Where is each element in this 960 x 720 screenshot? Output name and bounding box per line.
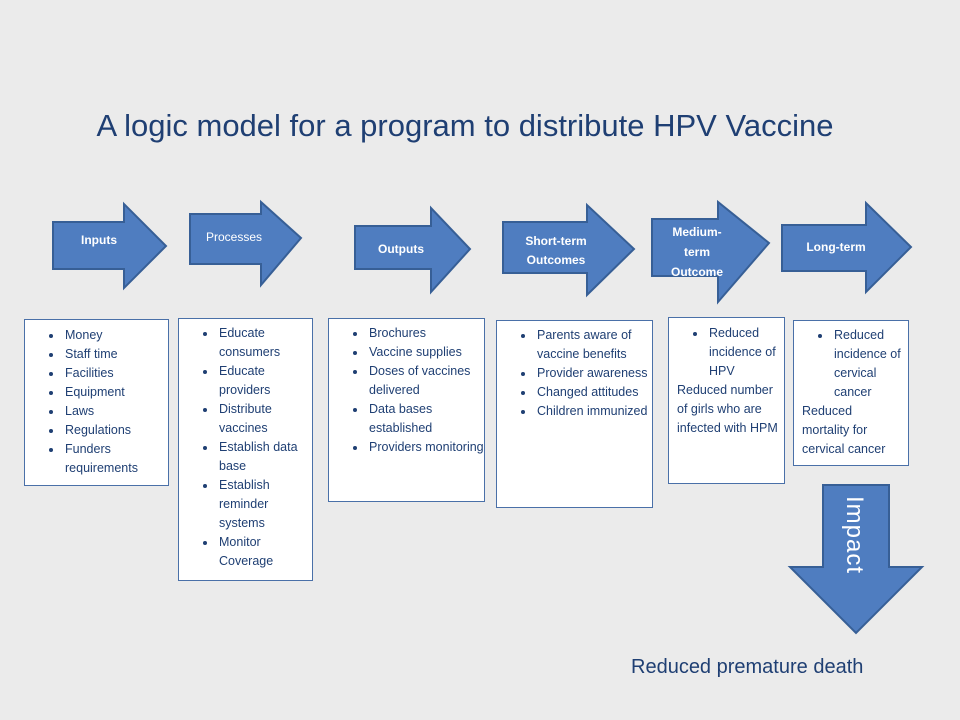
short-term-outcomes-list: Parents aware of vaccine benefits Provid… — [497, 326, 652, 421]
list-item: Establish reminder systems — [217, 476, 312, 533]
stage-label-short-term: Short-term Outcomes — [525, 234, 587, 267]
list-item: Funders requirements — [63, 440, 168, 478]
list-item: Changed attitudes — [535, 383, 652, 402]
medium-term-note: Reduced number of girls who are infected… — [677, 383, 778, 435]
long-term-note: Reduced mortality for cervical cancer — [802, 404, 886, 456]
stage-label-medium-term: Medium-term Outcome — [670, 225, 723, 279]
list-item: Facilities — [63, 364, 168, 383]
short-term-outcomes-box: Parents aware of vaccine benefits Provid… — [496, 320, 653, 508]
long-term-list: Reduced incidence of cervical cancer — [794, 326, 908, 402]
list-item: Regulations — [63, 421, 168, 440]
long-term-box: Reduced incidence of cervical cancer Red… — [793, 320, 909, 466]
list-item: Brochures — [367, 324, 484, 343]
list-item: Educate providers — [217, 362, 312, 400]
list-item: Distribute vaccines — [217, 400, 312, 438]
list-item: Reduced incidence of cervical cancer — [832, 326, 908, 402]
stage-label-inputs: Inputs — [81, 233, 117, 247]
processes-box: Educate consumers Educate providers Dist… — [178, 318, 313, 581]
list-item: Data bases established — [367, 400, 484, 438]
outputs-box: Brochures Vaccine supplies Doses of vacc… — [328, 318, 485, 502]
inputs-list: Money Staff time Facilities Equipment La… — [25, 326, 168, 478]
list-item: Provider awareness — [535, 364, 652, 383]
slide-title: A logic model for a program to distribut… — [96, 108, 834, 143]
stage-label-long-term: Long-term — [806, 240, 866, 254]
list-item: Providers monitoring — [367, 438, 484, 457]
list-item: Educate consumers — [217, 324, 312, 362]
list-item: Children immunized — [535, 402, 652, 421]
stage-label-outputs: Outputs — [378, 242, 424, 256]
processes-list: Educate consumers Educate providers Dist… — [179, 324, 312, 571]
list-item: Monitor Coverage — [217, 533, 312, 571]
impact-result: Reduced premature death — [631, 656, 864, 678]
list-item: Vaccine supplies — [367, 343, 484, 362]
list-item: Parents aware of vaccine benefits — [535, 326, 652, 364]
list-item: Money — [63, 326, 168, 345]
list-item: Equipment — [63, 383, 168, 402]
list-item: Doses of vaccines delivered — [367, 362, 484, 400]
medium-term-outcome-list: Reduced incidence of HPV — [669, 324, 784, 381]
impact-label: Impact — [841, 496, 868, 575]
medium-term-outcome-box: Reduced incidence of HPV Reduced number … — [668, 317, 785, 484]
inputs-box: Money Staff time Facilities Equipment La… — [24, 319, 169, 486]
list-item: Laws — [63, 402, 168, 421]
stage-label-processes: Processes — [205, 230, 263, 244]
list-item: Reduced incidence of HPV — [707, 324, 784, 381]
list-item: Establish data base — [217, 438, 312, 476]
list-item: Staff time — [63, 345, 168, 364]
outputs-list: Brochures Vaccine supplies Doses of vacc… — [329, 324, 484, 457]
